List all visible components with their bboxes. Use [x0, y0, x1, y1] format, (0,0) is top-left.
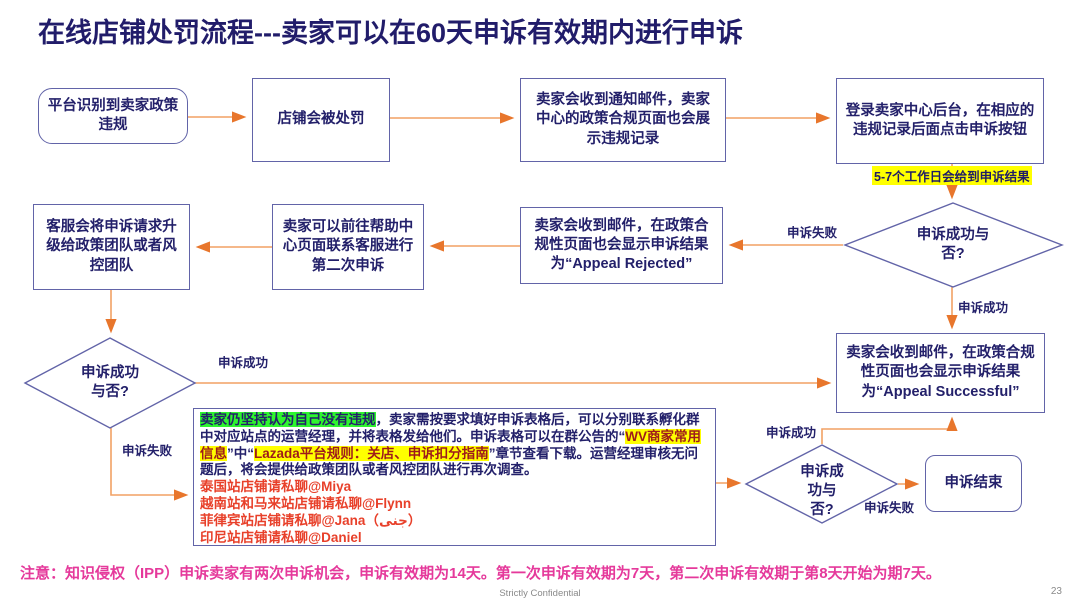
node-punished: 店铺会被处罚: [252, 78, 390, 162]
decision2-label: 申诉成功与否?: [81, 365, 139, 400]
ipp-note: 注意：知识侵权（IPP）申诉卖家有两次申诉机会，申诉有效期为14天。第一次申诉有…: [20, 565, 941, 582]
edge-label-appeal-fail-1: 申诉失败: [787, 226, 838, 240]
detail-paragraph: 卖家仍坚持认为自己没有违规，卖家需按要求填好申诉表格后，可以分别联系孵化群中对应…: [200, 412, 701, 478]
node-escalate: 客服会将申诉请求升级给政策团队或者风控团队: [33, 204, 190, 290]
node-end: 申诉结束: [925, 455, 1022, 512]
decision1-label: 申诉成功与否?: [916, 227, 990, 262]
node-start: 平台识别到卖家政策违规: [38, 88, 188, 144]
edge-label-appeal-success-3: 申诉成功: [766, 426, 817, 440]
page-number: 23: [1050, 586, 1062, 597]
edge-label-appeal-success-1: 申诉成功: [958, 301, 1009, 315]
confidential-footer: Strictly Confidential: [499, 588, 581, 599]
edge-label-appeal-success-2: 申诉成功: [218, 356, 269, 370]
node-login: 登录卖家中心后台，在相应的违规记录后面点击申诉按钮: [836, 78, 1044, 164]
node-notified: 卖家会收到通知邮件，卖家中心的政策合规页面也会展示违规记录: [520, 78, 726, 162]
edge-label-appeal-fail-3: 申诉失败: [864, 501, 915, 515]
decision2-diamond: [23, 337, 197, 429]
node-rejected: 卖家会收到邮件，在政策合规性页面也会显示申诉结果为“Appeal Rejecte…: [520, 207, 723, 284]
sla-note: 5-7个工作日会给到申诉结果: [872, 166, 1032, 185]
page-title: 在线店铺处罚流程---卖家可以在60天申诉有效期内进行申诉: [38, 18, 744, 48]
decision3-label: 申诉成功与否?: [800, 464, 844, 518]
decision1-diamond: [843, 202, 1064, 288]
arrow-decision3-to-successful: [821, 416, 958, 444]
detail-instructions-box: 卖家仍坚持认为自己没有违规，卖家需按要求填好申诉表格后，可以分别联系孵化群中对应…: [193, 408, 716, 546]
arrow-decision2-to-detail: [110, 428, 189, 501]
node-successful: 卖家会收到邮件，在政策合规性页面也会显示申诉结果为“Appeal Success…: [836, 333, 1045, 413]
edge-label-appeal-fail-2: 申诉失败: [122, 444, 173, 458]
decision3-diamond: [744, 444, 899, 524]
node-second-appeal: 卖家可以前往帮助中心页面联系客服进行第二次申诉: [272, 204, 424, 290]
